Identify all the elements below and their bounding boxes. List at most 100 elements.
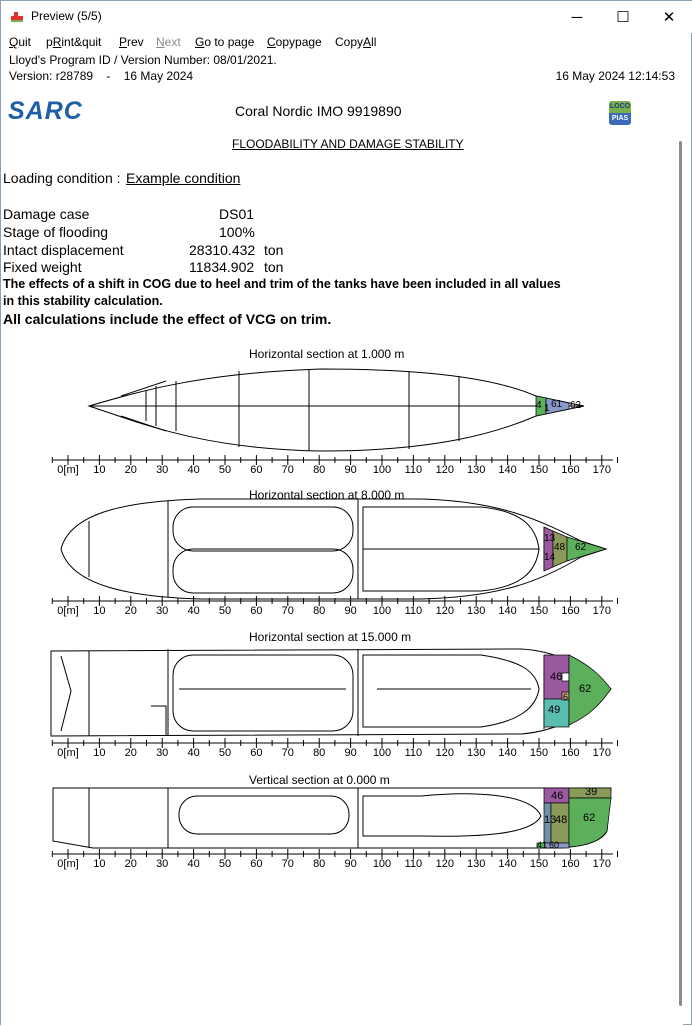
axis-tick-label: 100	[373, 858, 391, 870]
param-value: 11834.902	[189, 259, 255, 275]
axis-tick-label: 50	[219, 605, 231, 617]
axis-tick-label: 130	[467, 858, 485, 870]
menu-go-to-page[interactable]: Go to page	[195, 35, 255, 49]
datetime: 16 May 2024 12:14:53	[555, 69, 675, 83]
axis-tick-label: 100	[373, 747, 391, 759]
axis-tick-label: 30	[156, 858, 168, 870]
param-value: DS01	[219, 206, 255, 222]
compartment-label: 48	[554, 542, 566, 553]
param-label: Intact displacement	[3, 242, 124, 258]
report-page: Lloyd's Program ID / Version Number: 08/…	[1, 51, 683, 1026]
menu-quit[interactable]: Quit	[9, 35, 32, 49]
compartment-label: 46	[551, 790, 563, 802]
menu-next: Next	[156, 35, 181, 49]
compartment-label: 1	[544, 403, 550, 414]
axis-tick-label: 10	[93, 605, 105, 617]
param-unit: ton	[264, 259, 284, 275]
sarc-logo: SARC	[8, 97, 83, 125]
hull-outline-3	[50, 648, 612, 737]
axis-tick-label: 150	[530, 464, 548, 476]
axis-tick-label: 60	[250, 464, 262, 476]
lloyds-id: Lloyd's Program ID / Version Number: 08/…	[9, 53, 277, 67]
compartment-label: 13	[544, 814, 556, 826]
compartment-label: 62	[575, 542, 587, 553]
axis-tick-label: 80	[313, 747, 325, 759]
axis-tick-label: 170	[593, 605, 611, 617]
cog-note-2: in this stability calculation.	[3, 294, 163, 308]
axis-tick-label: 20	[125, 747, 137, 759]
axis-tick-label: 40	[187, 747, 199, 759]
param-value: 28310.432	[189, 242, 256, 258]
axis-tick-label: 170	[593, 747, 611, 759]
compartment-label: 62	[583, 812, 595, 824]
axis-tick-label: 170	[593, 464, 611, 476]
compartment-label: 60	[549, 840, 559, 850]
axis-tick-label: 110	[405, 605, 423, 617]
menu-prev[interactable]: Prev	[119, 35, 144, 49]
axis-tick-label: 10	[93, 747, 105, 759]
axis-tick-label: 170	[593, 858, 611, 870]
axis-tick-label: 130	[467, 464, 485, 476]
axis-tick-label: 10	[93, 858, 105, 870]
axis-tick-label: 0[m]	[57, 605, 78, 617]
cog-note-1: The effects of a shift in COG due to hee…	[3, 277, 561, 291]
hull-outline-4	[52, 787, 612, 849]
ship-sections-drawing: 4 1 61 62 13 14 48 62 46 62 49 6 46 39 1…	[50, 368, 618, 870]
param-label: Fixed weight	[3, 259, 82, 275]
scrollbar[interactable]	[679, 141, 682, 1006]
compartment-label: 62	[579, 683, 591, 695]
axis-tick-label: 90	[344, 747, 356, 759]
compartment-label: 46	[550, 671, 562, 683]
axis-tick-label: 0[m]	[57, 747, 78, 759]
compartment-label: 39	[585, 786, 597, 798]
axis-tick-label: 30	[156, 605, 168, 617]
loading-value: Example condition	[126, 170, 241, 186]
axis-tick-label: 120	[436, 747, 454, 759]
axis-tick-label: 20	[125, 464, 137, 476]
axis-tick-label: 140	[498, 605, 516, 617]
axis-tick-label: 80	[313, 858, 325, 870]
axis-tick-label: 40	[187, 858, 199, 870]
axis-tick-label: 50	[219, 747, 231, 759]
section-title-3: Horizontal section at 15.000 m	[249, 630, 412, 644]
axis-tick-label: 70	[282, 747, 294, 759]
axis-tick-label: 140	[498, 747, 516, 759]
axis-tick-label: 150	[530, 605, 548, 617]
loading-label: Loading condition :	[3, 170, 125, 186]
axis-tick-label: 120	[436, 464, 454, 476]
axis-tick-label: 140	[498, 464, 516, 476]
axis-tick-label: 150	[530, 858, 548, 870]
version: Version: r28789 - 16 May 2024	[9, 69, 194, 83]
axis-tick-label: 120	[436, 858, 454, 870]
maximize-button[interactable]: ☐	[616, 9, 630, 26]
axis-tick-label: 150	[530, 747, 548, 759]
loco-pias-badge: LOCO PIAS	[609, 101, 631, 125]
compartment-label: 41	[537, 840, 547, 850]
section-title-4: Vertical section at 0.000 m	[249, 773, 390, 787]
title-bar: Preview (5/5) ─ ☐ ✕	[1, 1, 692, 33]
axis-tick-label: 30	[156, 747, 168, 759]
compartment-label: 6	[563, 692, 568, 702]
menu-copypage[interactable]: Copypage	[267, 35, 322, 49]
axis-tick-label: 0[m]	[57, 464, 78, 476]
axis-tick-label: 110	[405, 464, 423, 476]
section-title-1: Horizontal section at 1.000 m	[249, 347, 405, 361]
axis-tick-label: 130	[467, 605, 485, 617]
axis-tick-label: 130	[467, 747, 485, 759]
axis-tick-label: 60	[250, 605, 262, 617]
minimize-button[interactable]: ─	[571, 8, 583, 26]
param-value: 100%	[219, 224, 255, 240]
axis-tick-label: 20	[125, 605, 137, 617]
menu-copyall[interactable]: CopyAll	[335, 35, 377, 49]
axis-tick-label: 10	[93, 464, 105, 476]
compartment-label: 49	[548, 704, 560, 716]
close-button[interactable]: ✕	[662, 9, 676, 26]
ship-name: Coral Nordic IMO 9919890	[235, 103, 402, 119]
section-title: FLOODABILITY AND DAMAGE STABILITY	[232, 137, 464, 151]
axis-tick-label: 90	[344, 464, 356, 476]
vcg-note: All calculations include the effect of V…	[3, 311, 332, 327]
compartment-label: 48	[555, 814, 567, 826]
hull-outline-1	[87, 368, 585, 452]
menu-print-quit[interactable]: pRint&quit	[46, 35, 102, 49]
axis-tick-label: 140	[498, 858, 516, 870]
